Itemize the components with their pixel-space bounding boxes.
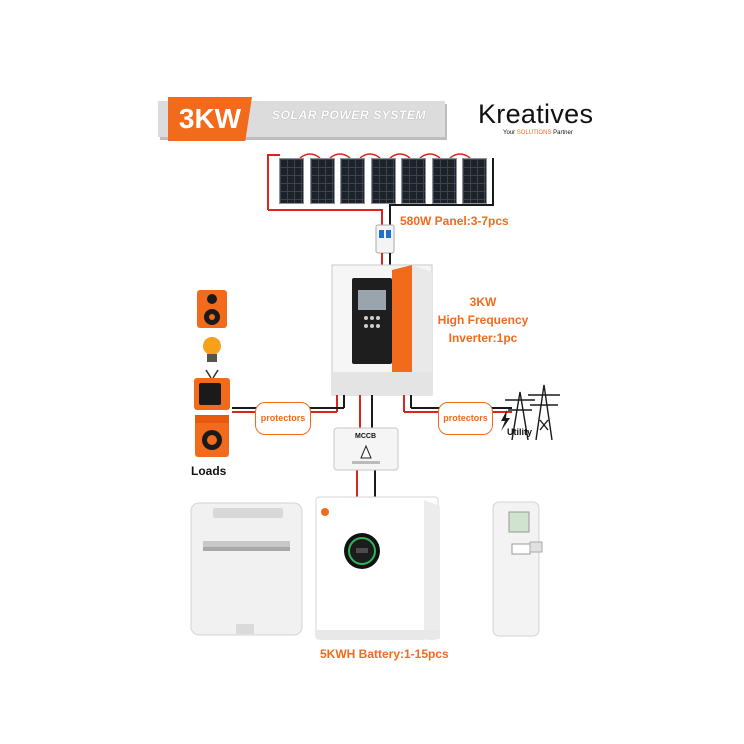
battery-side <box>492 501 543 637</box>
panel-wiring <box>267 153 494 225</box>
brand-tagline: Your SOLUTIONS Partner <box>503 130 573 136</box>
solar-panel <box>431 158 457 204</box>
mccb-label: MCCB <box>355 433 376 440</box>
battery-label: 5KWH Battery:1-15pcs <box>320 647 449 661</box>
tagline-post: Partner <box>551 130 573 136</box>
solar-panel <box>309 158 335 204</box>
panel-label: 580W Panel:3-7pcs <box>400 214 509 228</box>
solar-panel <box>340 158 365 204</box>
solar-panel <box>370 158 396 204</box>
tagline-pre: Your <box>503 130 517 136</box>
battery-rack-left <box>190 502 303 636</box>
header-subtitle: SOLAR POWER SYSTEM <box>272 108 427 122</box>
bulb-icon <box>203 337 221 362</box>
utility-label: Utility <box>507 427 533 437</box>
inverter-label-line3: Inverter:1pc <box>448 331 518 345</box>
solar-panel <box>279 158 304 204</box>
protector-left: protectors <box>255 402 311 435</box>
lightning-icon <box>501 410 510 431</box>
inverter-label: 3KW High Frequency Inverter:1pc <box>428 293 538 347</box>
utility-tower-icon <box>505 384 560 441</box>
protector-right: protectors <box>438 402 493 435</box>
inverter-label-line1: 3KW <box>469 295 497 309</box>
speaker-icon <box>197 290 227 328</box>
header-kw-badge: 3KW <box>168 97 252 141</box>
tagline-highlight: SOLUTIONS <box>516 130 552 136</box>
brand-logo: Kreatives <box>478 99 594 129</box>
tv-icon <box>194 369 230 410</box>
inverter-label-line2: High Frequency <box>437 313 529 327</box>
solar-panel <box>462 158 487 204</box>
loads-label: Loads <box>191 464 227 478</box>
mccb-unit <box>333 427 399 471</box>
battery-main <box>315 496 440 640</box>
washer-icon <box>195 415 229 457</box>
solar-panel <box>401 158 426 204</box>
dc-breaker <box>375 224 395 254</box>
inverter-unit <box>331 264 433 396</box>
